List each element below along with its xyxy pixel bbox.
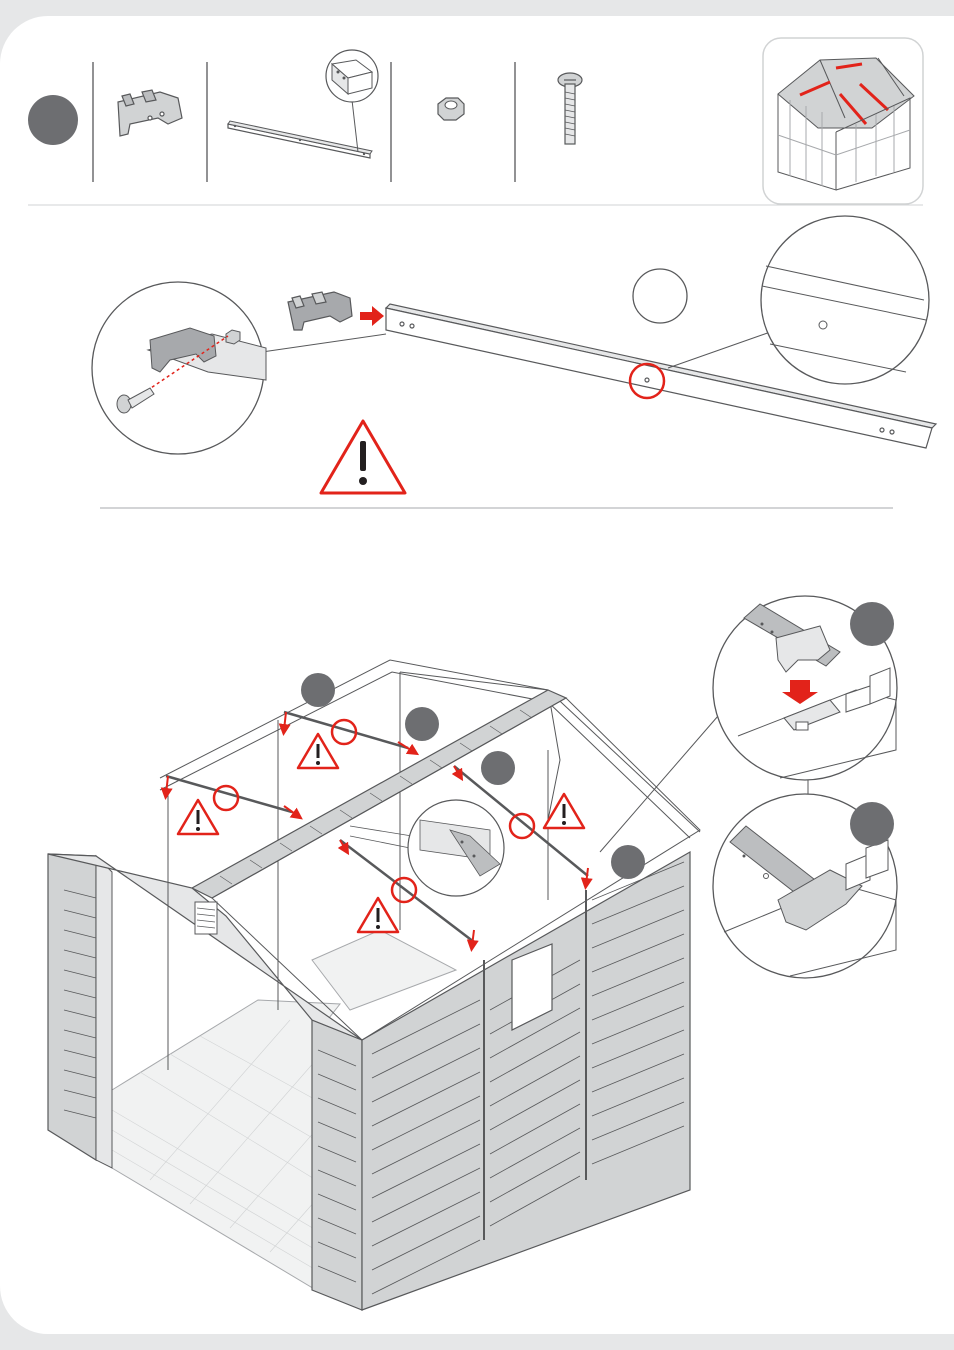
warning-triangle-icon <box>298 734 338 768</box>
sub-badge <box>611 845 645 879</box>
sub-badge <box>850 602 894 646</box>
shed-floor <box>112 1000 340 1290</box>
substep-a-bracket-assembly <box>92 216 936 493</box>
sub-badge <box>481 751 515 785</box>
substep-b-shed-assembly <box>48 596 897 1310</box>
bracket-icon <box>288 292 352 330</box>
zoom-hole-detail <box>761 216 929 384</box>
parts-header <box>28 38 923 205</box>
roof-ridge <box>192 690 566 898</box>
warning-triangle-icon <box>358 898 398 932</box>
step-number-badge <box>28 95 78 145</box>
front-wall-left <box>48 854 96 1160</box>
warning-triangle-icon <box>321 421 405 493</box>
sub-badge <box>405 707 439 741</box>
beam-icon <box>228 50 378 158</box>
nut-icon <box>438 98 464 120</box>
vent-icon <box>195 902 217 934</box>
warning-triangle-icon <box>178 800 218 834</box>
bolt-icon <box>558 73 582 144</box>
insert-arrow-icon <box>360 306 384 326</box>
shed-thumbnail <box>763 38 923 204</box>
sub-badge <box>850 802 894 846</box>
sub-badge-empty <box>633 269 687 323</box>
sub-badge <box>301 673 335 707</box>
side-wall-right <box>362 852 690 1310</box>
bracket-icon <box>118 90 182 136</box>
